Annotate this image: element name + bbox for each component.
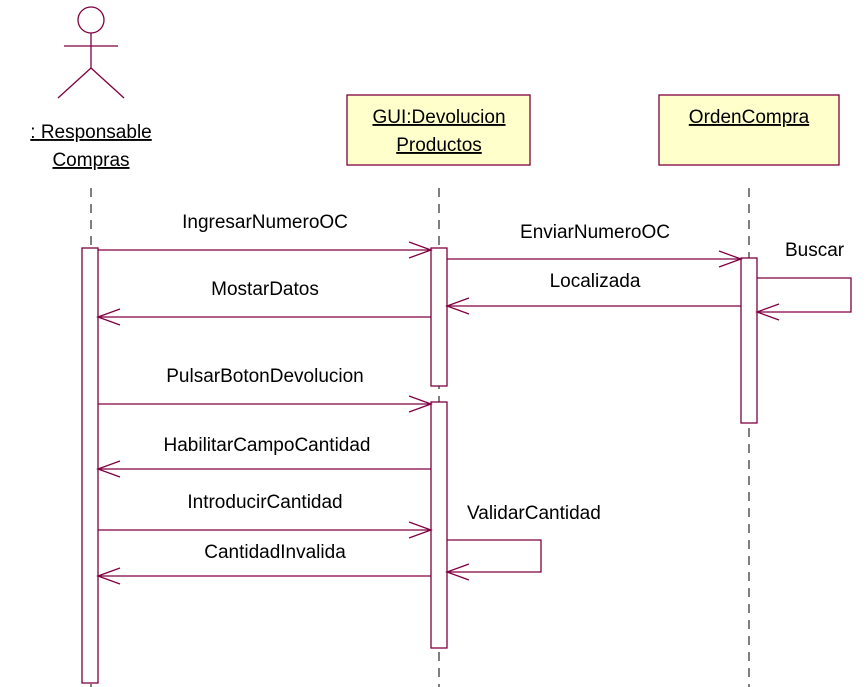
arrow-cantidad-invalida <box>96 567 431 585</box>
message-label-cantidad-invalida: CantidadInvalida <box>204 542 346 563</box>
object-gui-label-line2: Productos <box>396 135 482 156</box>
arrow-enviar-numero-oc <box>447 250 743 268</box>
message-label-ingresar-numero-oc: IngresarNumeroOC <box>182 212 348 233</box>
arrow-ingresar-numero-oc <box>98 241 433 259</box>
message-label-validar-cantidad: ValidarCantidad <box>467 503 601 524</box>
message-label-mostar-datos: MostarDatos <box>211 279 319 300</box>
object-gui-devolucion: GUI:Devolucion Productos <box>346 94 531 166</box>
message-label-localizada: Localizada <box>550 271 641 292</box>
message-arrows <box>96 241 852 585</box>
arrow-localizada <box>445 297 741 315</box>
arrow-buscar-self <box>755 277 852 321</box>
object-orden-compra: OrdenCompra <box>658 94 840 166</box>
object-orden-compra-label: OrdenCompra <box>689 107 810 128</box>
actor-name-line2: Compras <box>52 150 129 171</box>
arrow-pulsar-boton-devolucion <box>98 395 433 413</box>
arrow-validar-cantidad-self <box>445 539 542 581</box>
message-label-buscar: Buscar <box>785 240 845 261</box>
arrow-habilitar-campo-cantidad <box>96 460 431 478</box>
activation-bars <box>81 247 758 684</box>
message-label-habilitar-campo-cantidad: HabilitarCampoCantidad <box>164 435 371 456</box>
activation-actor <box>81 247 99 684</box>
activation-gui-1 <box>430 247 448 387</box>
actor-name-line1: : Responsable <box>30 122 151 143</box>
arrow-mostar-datos <box>96 308 431 326</box>
activation-gui-2 <box>430 401 448 649</box>
message-label-enviar-numero-oc: EnviarNumeroOC <box>520 222 670 243</box>
message-label-pulsar-boton-devolucion: PulsarBotonDevolucion <box>166 366 364 387</box>
message-label-introducir-cantidad: IntroducirCantidad <box>187 492 342 513</box>
actor-figure <box>57 6 125 99</box>
arrow-introducir-cantidad <box>98 521 433 539</box>
activation-orden-compra <box>740 257 758 424</box>
object-gui-label-line1: GUI:Devolucion <box>372 107 505 128</box>
